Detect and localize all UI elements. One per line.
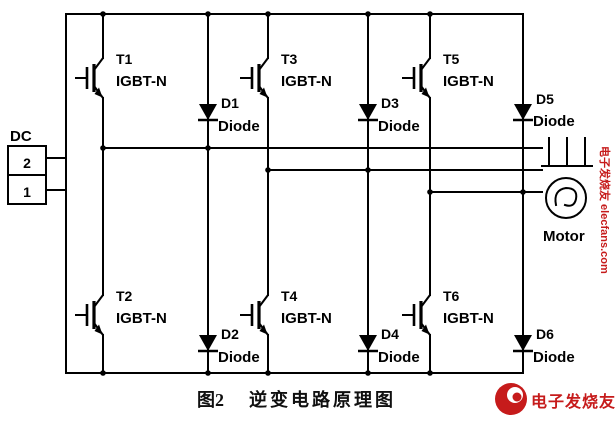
diode-d4: D4 Diode (356, 326, 420, 366)
igbt-t3-type: IGBT-N (281, 73, 332, 90)
igbt-t1-id: T1 (116, 51, 133, 67)
watermark-corner-text: 电子发烧友 (531, 392, 615, 411)
watermark-logo-core (512, 392, 522, 402)
diode-d2-id: D2 (221, 326, 239, 342)
junction-dot (365, 370, 371, 376)
motor-symbol (541, 137, 593, 219)
junction-dot (265, 167, 271, 173)
igbt-t4: T4 IGBT-N (238, 288, 332, 337)
motor-label: Motor (543, 228, 585, 245)
igbt-t5: T5 IGBT-N (400, 51, 494, 100)
junction-dot (365, 11, 371, 17)
junction-dot (205, 11, 211, 17)
dc-source-label: DC (10, 128, 32, 145)
junction-dot (427, 11, 433, 17)
igbt-t6-type: IGBT-N (443, 310, 494, 327)
igbt-t6-id: T6 (443, 288, 460, 304)
diode-d3-type: Diode (378, 118, 420, 135)
diode-d1: D1 Diode (196, 95, 260, 135)
junction-dots (100, 11, 526, 376)
igbt-t2: T2 IGBT-N (73, 288, 167, 337)
junction-dot (205, 370, 211, 376)
igbt-t5-type: IGBT-N (443, 73, 494, 90)
diode-d4-id: D4 (381, 326, 399, 342)
igbt-t1-type: IGBT-N (116, 73, 167, 90)
diode-d3-id: D3 (381, 95, 399, 111)
diode-d3: D3 Diode (356, 95, 420, 135)
igbt-t3-id: T3 (281, 51, 298, 67)
igbt-t4-id: T4 (281, 288, 298, 304)
caption-figure-number: 图2 (197, 390, 224, 410)
igbt-t4-type: IGBT-N (281, 310, 332, 327)
caption-title: 逆变电路原理图 (249, 389, 396, 410)
diode-d6: D6 Diode (511, 326, 575, 366)
junction-dot (265, 370, 271, 376)
igbt-t1: T1 IGBT-N (73, 51, 167, 100)
diode-d1-id: D1 (221, 95, 239, 111)
junction-dot (427, 189, 433, 195)
watermark: 电子发烧友 elecfans.com 电子发烧友 (495, 146, 615, 415)
diode-d2: D2 Diode (196, 326, 260, 366)
diode-d6-id: D6 (536, 326, 554, 342)
diode-d2-type: Diode (218, 349, 260, 366)
diode-d1-type: Diode (218, 118, 260, 135)
junction-dot (365, 167, 371, 173)
junction-dot (205, 145, 211, 151)
watermark-logo-icon (495, 383, 527, 415)
junction-dot (265, 11, 271, 17)
diode-d5-type: Diode (533, 113, 575, 130)
junction-dot (100, 11, 106, 17)
caption: 图2 逆变电路原理图 (197, 389, 396, 410)
junction-dot (100, 370, 106, 376)
diode-d6-type: Diode (533, 349, 575, 366)
junction-dot (520, 189, 526, 195)
junction-dot (100, 145, 106, 151)
igbt-t3: T3 IGBT-N (238, 51, 332, 100)
dc-terminal-1-label: 1 (23, 184, 31, 200)
diode-d5: D5 Diode (511, 91, 575, 130)
igbt-t2-type: IGBT-N (116, 310, 167, 327)
igbt-t5-id: T5 (443, 51, 460, 67)
diode-d4-type: Diode (378, 349, 420, 366)
diode-d5-id: D5 (536, 91, 554, 107)
watermark-side-text: 电子发烧友 elecfans.com (598, 146, 612, 274)
motor-rotor-coil (554, 186, 578, 207)
motor-rotor-circle (545, 177, 587, 219)
junction-dot (427, 370, 433, 376)
igbt-t2-id: T2 (116, 288, 133, 304)
igbt-t6: T6 IGBT-N (400, 288, 494, 337)
dc-terminal-2-label: 2 (23, 155, 31, 171)
